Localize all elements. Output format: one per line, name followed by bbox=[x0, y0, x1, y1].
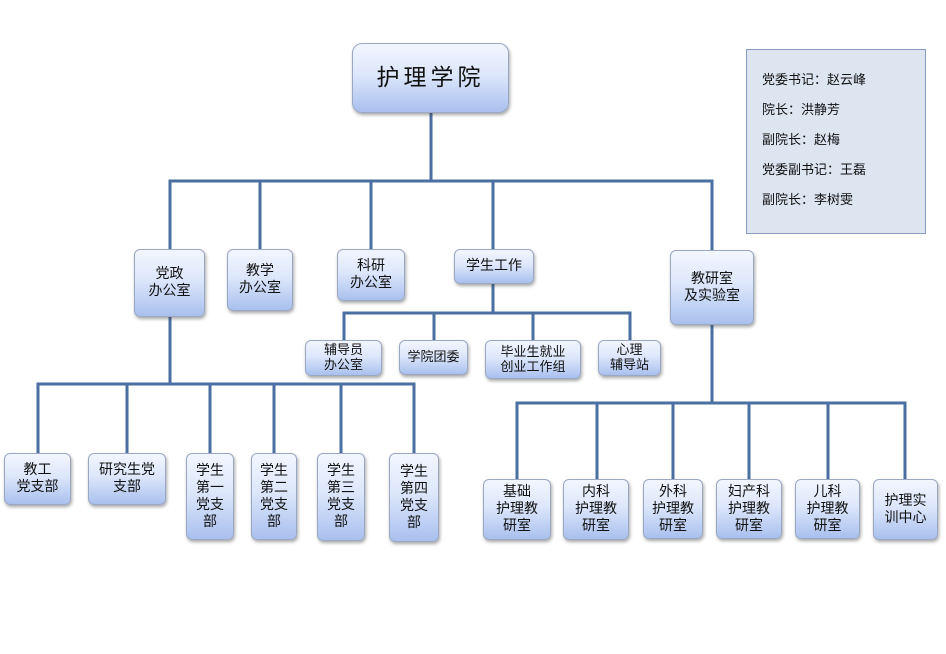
node-counseling-station: 心理 辅导站 bbox=[598, 340, 661, 376]
node-obstetrics-room: 妇产科 护理教 研室 bbox=[716, 479, 782, 539]
leadership-vice-dean-2: 副院长：李树雯 bbox=[762, 193, 854, 208]
node-surgery-room: 外科 护理教 研室 bbox=[643, 479, 703, 539]
leadership-panel: 党委书记：赵云峰 院长：洪静芳 副院长：赵梅 党委副书记：王磊 副院长：李树雯 bbox=[746, 49, 926, 234]
leadership-deputy-party-secretary: 党委副书记：王磊 bbox=[762, 163, 867, 178]
node-school-of-nursing: 护理学院 bbox=[352, 43, 509, 113]
node-counselor-office: 辅导员 办公室 bbox=[305, 340, 382, 376]
leadership-vice-dean-1: 副院长：赵梅 bbox=[762, 133, 841, 148]
node-faculty-party-branch: 教工 党支部 bbox=[4, 453, 71, 505]
leadership-dean: 院长：洪静芳 bbox=[762, 103, 841, 118]
node-internal-medicine-room: 内科 护理教 研室 bbox=[563, 479, 629, 540]
node-research-office: 科研 办公室 bbox=[337, 249, 405, 301]
node-basic-nursing-room: 基础 护理教 研室 bbox=[483, 479, 551, 540]
node-pediatrics-room: 儿科 护理教 研室 bbox=[795, 479, 860, 539]
node-student-work: 学生工作 bbox=[454, 249, 534, 284]
node-student-party-branch-3: 学生 第三 党支 部 bbox=[317, 453, 365, 541]
node-training-center: 护理实 训中心 bbox=[873, 479, 938, 540]
node-student-party-branch-4: 学生 第四 党支 部 bbox=[389, 453, 439, 542]
node-graduate-employment-group: 毕业生就业 创业工作组 bbox=[485, 340, 581, 379]
node-student-party-branch-2: 学生 第二 党支 部 bbox=[251, 453, 297, 540]
node-teaching-research-lab: 教研室 及实验室 bbox=[670, 250, 754, 325]
leadership-party-secretary: 党委书记：赵云峰 bbox=[762, 73, 867, 88]
node-youth-league: 学院团委 bbox=[399, 340, 468, 375]
node-teaching-office: 教学 办公室 bbox=[227, 249, 293, 311]
node-graduate-party-branch: 研究生党 支部 bbox=[88, 453, 166, 505]
node-party-admin-office: 党政 办公室 bbox=[134, 249, 205, 317]
node-student-party-branch-1: 学生 第一 党支 部 bbox=[186, 453, 234, 540]
